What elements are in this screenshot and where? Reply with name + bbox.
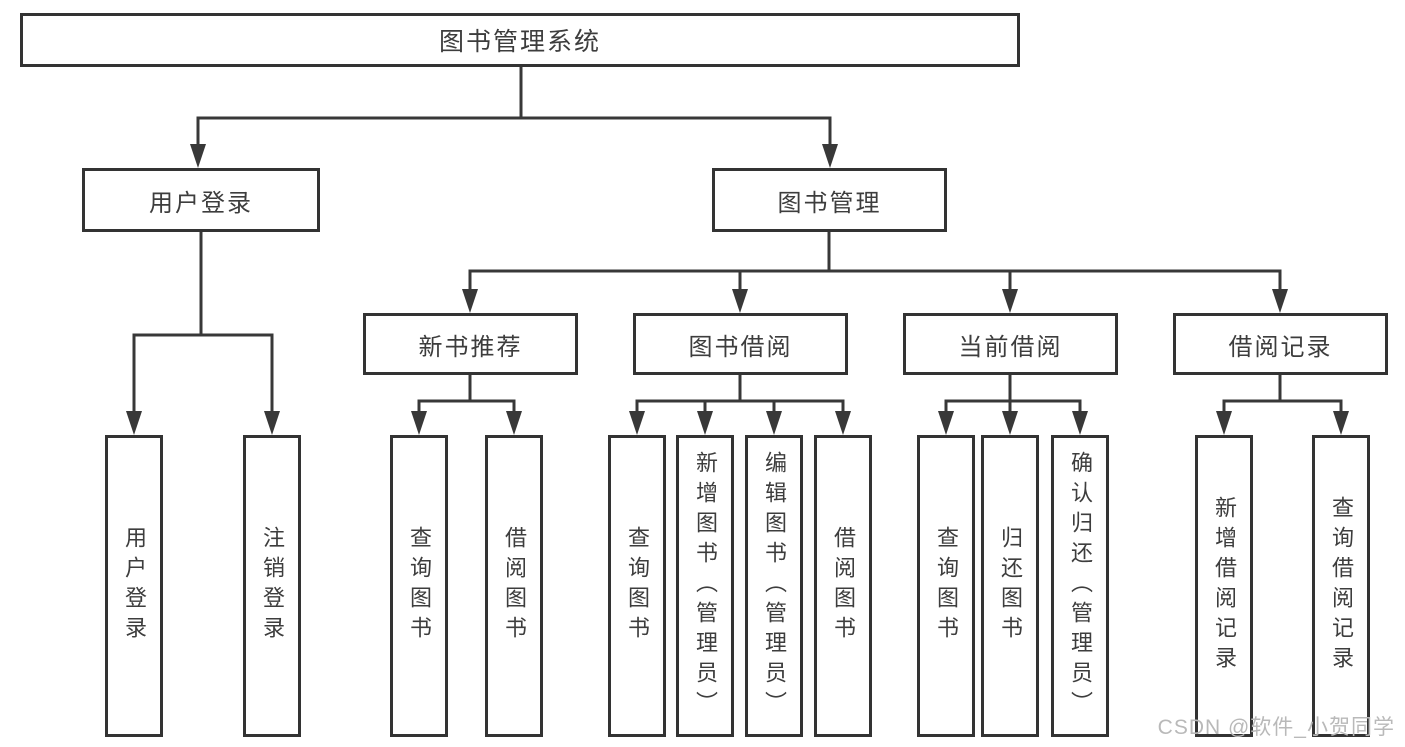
leaf-bb-borrow-books-label: 借阅图书 [831,526,856,646]
leaf-br-add-record-label: 新增借阅记录 [1212,496,1237,676]
leaf-cb-query-books: 查询图书 [917,435,975,737]
leaf-logout: 注销登录 [243,435,301,737]
leaf-nbr-borrow-books-label: 借阅图书 [502,526,527,646]
node-root-label: 图书管理系统 [438,28,601,56]
node-user-login: 用户登录 [82,168,320,232]
leaf-user-login: 用户登录 [105,435,163,737]
node-new-book-recommend-label: 新书推荐 [418,333,523,361]
leaf-user-login-label: 用户登录 [122,526,147,646]
leaf-bb-borrow-books: 借阅图书 [814,435,872,737]
node-book-management-label: 图书管理 [777,189,882,217]
node-current-borrowing-label: 当前借阅 [958,333,1063,361]
node-borrow-records: 借阅记录 [1173,313,1388,375]
leaf-logout-label: 注销登录 [260,526,285,646]
leaf-cb-return-books-label: 归还图书 [998,526,1023,646]
node-book-borrowing: 图书借阅 [633,313,848,375]
leaf-bb-edit-books-admin: 编辑图书（管理员） [745,435,803,737]
leaf-bb-add-books-admin-label: 新增图书（管理员） [693,451,718,721]
leaf-bb-query-books: 查询图书 [608,435,666,737]
node-book-borrowing-label: 图书借阅 [688,333,793,361]
leaf-nbr-query-books: 查询图书 [390,435,448,737]
node-current-borrowing: 当前借阅 [903,313,1118,375]
leaf-cb-return-books: 归还图书 [981,435,1039,737]
leaf-cb-query-books-label: 查询图书 [934,526,959,646]
leaf-br-add-record: 新增借阅记录 [1195,435,1253,737]
watermark: CSDN @软件_小贺同学 [1157,716,1395,739]
leaf-nbr-borrow-books: 借阅图书 [485,435,543,737]
node-user-login-label: 用户登录 [149,189,253,217]
leaf-nbr-query-books-label: 查询图书 [407,526,432,646]
arrowheads [126,144,1349,435]
node-borrow-records-label: 借阅记录 [1228,333,1333,361]
leaf-bb-query-books-label: 查询图书 [625,526,650,646]
leaf-br-query-record-label: 查询借阅记录 [1329,496,1354,676]
node-book-management: 图书管理 [712,168,947,232]
node-root: 图书管理系统 [20,13,1020,67]
leaf-cb-confirm-return-admin: 确认归还（管理员） [1051,435,1109,737]
leaf-br-query-record: 查询借阅记录 [1312,435,1370,737]
leaf-cb-confirm-return-admin-label: 确认归还（管理员） [1068,451,1093,721]
leaf-bb-add-books-admin: 新增图书（管理员） [676,435,734,737]
leaf-bb-edit-books-admin-label: 编辑图书（管理员） [762,451,787,721]
node-new-book-recommend: 新书推荐 [363,313,578,375]
